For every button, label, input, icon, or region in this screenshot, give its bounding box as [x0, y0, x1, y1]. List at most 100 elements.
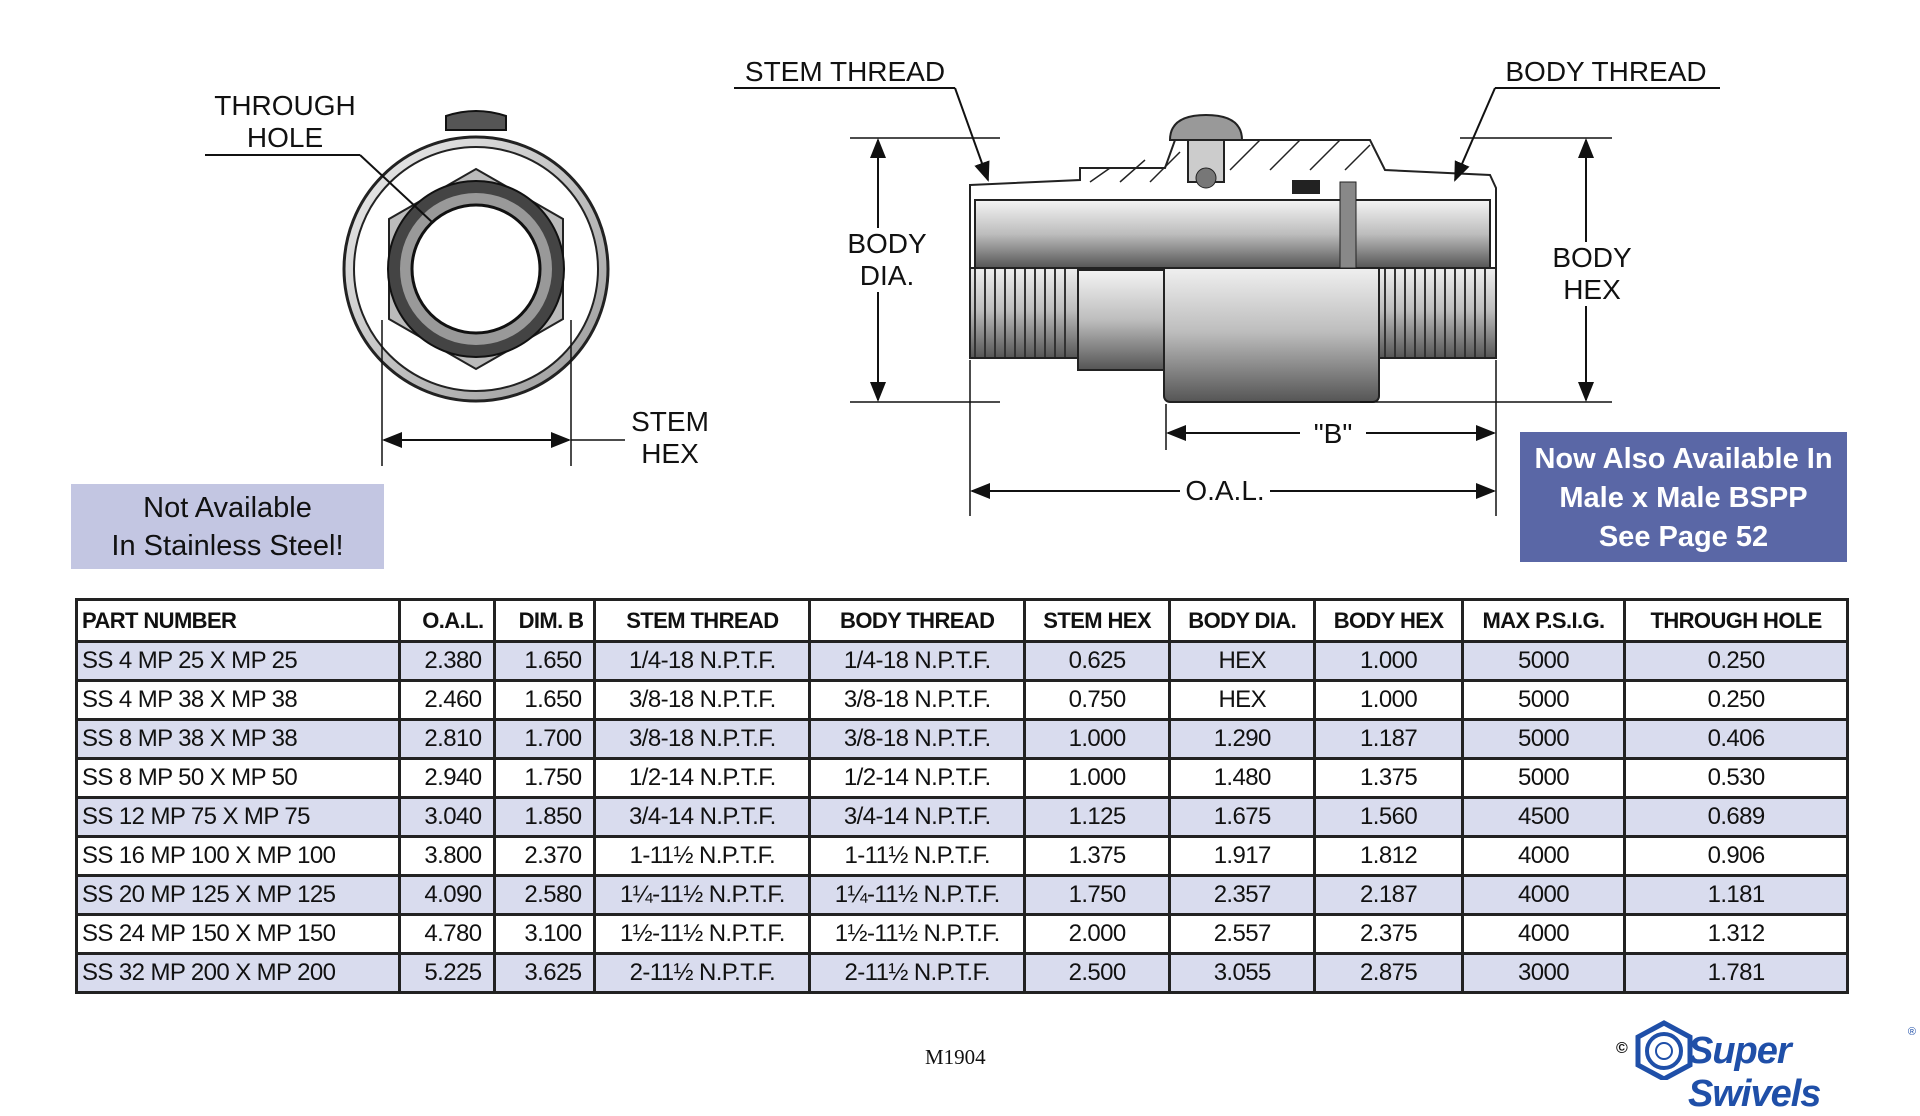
table-cell: 1.375: [1313, 757, 1464, 799]
table-cell: 0.250: [1623, 679, 1849, 721]
column-header: O.A.L.: [397, 598, 497, 643]
fitting-drawing: [205, 87, 1720, 516]
table-cell: 1.650: [493, 640, 597, 682]
column-header: STEM THREAD: [593, 598, 812, 643]
table-cell: 1/4-18 N.P.T.F.: [808, 640, 1027, 682]
table-cell: SS 8 MP 50 X MP 50: [75, 757, 401, 799]
column-header: BODY THREAD: [808, 598, 1027, 643]
table-cell: 1¼-11½ N.P.T.F.: [808, 874, 1027, 916]
document-code: M1904: [925, 1045, 986, 1069]
table-cell: 3/4-14 N.P.T.F.: [808, 796, 1027, 838]
table-cell: 4.780: [397, 913, 497, 955]
table-cell: 1.187: [1313, 718, 1464, 760]
table-cell: SS 12 MP 75 X MP 75: [75, 796, 401, 838]
table-cell: 1.750: [1023, 874, 1172, 916]
table-cell: 1.000: [1313, 640, 1464, 682]
table-cell: 1¼-11½ N.P.T.F.: [593, 874, 812, 916]
table-cell: SS 8 MP 38 X MP 38: [75, 718, 401, 760]
table-cell: 1-11½ N.P.T.F.: [593, 835, 812, 877]
table-cell: 1.750: [493, 757, 597, 799]
table-cell: 2.500: [1023, 952, 1172, 994]
table-cell: 2.375: [1313, 913, 1464, 955]
table-cell: 1.181: [1623, 874, 1849, 916]
super-swivels-logo: © Super Swivels ®: [1616, 1020, 1916, 1115]
table-cell: 1/2-14 N.P.T.F.: [808, 757, 1027, 799]
table-cell: 2-11½ N.P.T.F.: [593, 952, 812, 994]
table-cell: 2.380: [397, 640, 497, 682]
table-cell: 3.040: [397, 796, 497, 838]
table-cell: 4000: [1460, 874, 1627, 916]
table-cell: 2.810: [397, 718, 497, 760]
table-cell: 5000: [1460, 640, 1627, 682]
body-thread-label: BODY THREAD: [1505, 56, 1707, 87]
table-cell: 3/8-18 N.P.T.F.: [593, 718, 812, 760]
table-cell: SS 4 MP 25 X MP 25: [75, 640, 401, 682]
column-header: MAX P.S.I.G.: [1460, 598, 1627, 643]
table-cell: 2.580: [493, 874, 597, 916]
table-cell: SS 32 MP 200 X MP 200: [75, 952, 401, 994]
table-cell: 1.312: [1623, 913, 1849, 955]
table-cell: SS 16 MP 100 X MP 100: [75, 835, 401, 877]
logo-text: Super Swivels: [1688, 1030, 1821, 1115]
table-cell: 2.557: [1168, 913, 1317, 955]
column-header: THROUGH HOLE: [1623, 598, 1849, 643]
table-cell: 0.250: [1623, 640, 1849, 682]
bspp-promo-box: Now Also Available In Male x Male BSPP S…: [1520, 432, 1847, 562]
table-cell: HEX: [1168, 640, 1317, 682]
table-cell: 3/8-18 N.P.T.F.: [808, 679, 1027, 721]
table-cell: 1.675: [1168, 796, 1317, 838]
body-dia-label: BODY DIA.: [835, 228, 939, 292]
table-cell: 0.750: [1023, 679, 1172, 721]
table-cell: 3.055: [1168, 952, 1317, 994]
table-cell: 1.560: [1313, 796, 1464, 838]
table-cell: 1.125: [1023, 796, 1172, 838]
table-cell: 2.460: [397, 679, 497, 721]
table-cell: 3/8-18 N.P.T.F.: [593, 679, 812, 721]
table-cell: 3.100: [493, 913, 597, 955]
table-cell: 1.650: [493, 679, 597, 721]
table-cell: 3.800: [397, 835, 497, 877]
table-cell: 1.812: [1313, 835, 1464, 877]
stem-thread-label: STEM THREAD: [744, 56, 946, 87]
not-available-notice: Not Available In Stainless Steel!: [71, 484, 384, 569]
side-view: [734, 87, 1720, 516]
table-cell: 1½-11½ N.P.T.F.: [593, 913, 812, 955]
end-view: [205, 110, 625, 466]
table-cell: 1.480: [1168, 757, 1317, 799]
table-cell: 1.375: [1023, 835, 1172, 877]
table-cell: 1.000: [1313, 679, 1464, 721]
table-cell: 4.090: [397, 874, 497, 916]
table-cell: 1.700: [493, 718, 597, 760]
table-cell: 4000: [1460, 913, 1627, 955]
table-cell: SS 4 MP 38 X MP 38: [75, 679, 401, 721]
dim-b-label: "B": [1313, 418, 1353, 449]
table-cell: 5.225: [397, 952, 497, 994]
column-header: BODY DIA.: [1168, 598, 1317, 643]
copyright-mark: ©: [1616, 1040, 1628, 1057]
through-hole-label: THROUGH HOLE: [214, 90, 356, 153]
table-cell: 1.290: [1168, 718, 1317, 760]
table-cell: 0.406: [1623, 718, 1849, 760]
table-cell: 2.187: [1313, 874, 1464, 916]
table-cell: SS 24 MP 150 X MP 150: [75, 913, 401, 955]
table-cell: 1.917: [1168, 835, 1317, 877]
table-cell: 0.530: [1623, 757, 1849, 799]
column-header: PART NUMBER: [75, 598, 401, 643]
oal-label: O.A.L.: [1185, 475, 1265, 506]
column-header: DIM. B: [493, 598, 597, 643]
table-cell: 2.875: [1313, 952, 1464, 994]
table-cell: 1½-11½ N.P.T.F.: [808, 913, 1027, 955]
table-cell: 3000: [1460, 952, 1627, 994]
table-cell: 2.357: [1168, 874, 1317, 916]
table-cell: HEX: [1168, 679, 1317, 721]
column-header: STEM HEX: [1023, 598, 1172, 643]
